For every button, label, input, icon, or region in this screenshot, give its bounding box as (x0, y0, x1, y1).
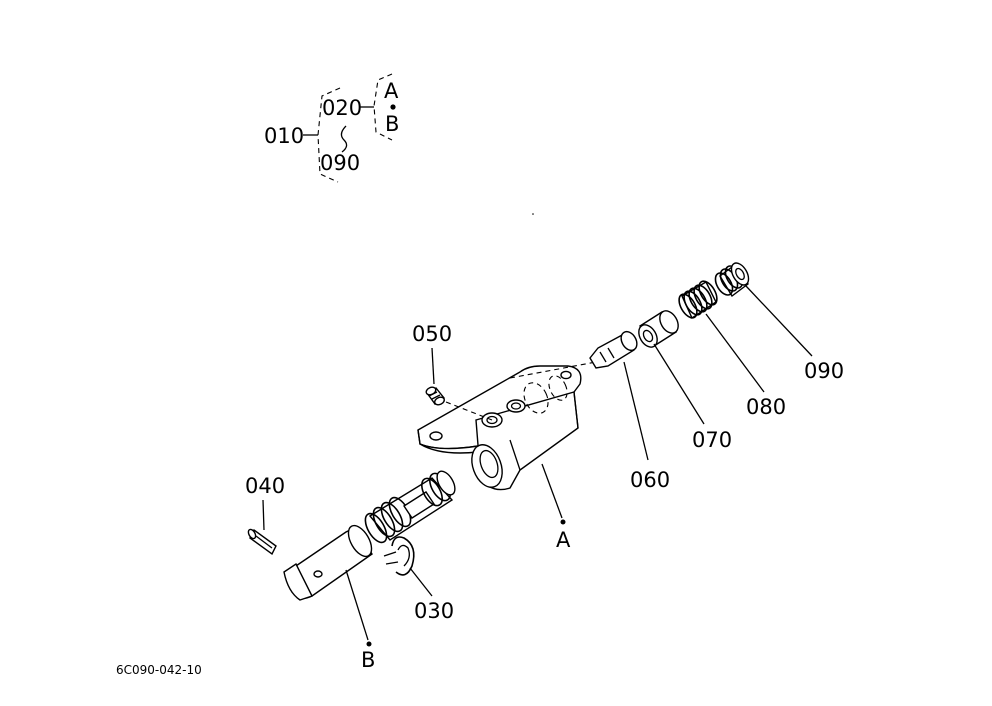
set-screw-050 (425, 386, 446, 406)
callout-060: 060 (630, 468, 670, 492)
plunger-060 (589, 330, 638, 369)
spring-080 (678, 280, 718, 320)
callout-030: 030 (414, 599, 454, 623)
screw-plug-090 (714, 262, 750, 298)
legend-sub-b-label: B (385, 112, 399, 136)
legend-dot-icon (390, 104, 396, 110)
drawing-reference: 6C090-042-10 (116, 663, 202, 677)
legend-child-bottom-label: 090 (320, 151, 360, 175)
valve-housing (417, 361, 597, 491)
legend-child-top-label: 020 (322, 96, 362, 120)
sleeve-070 (638, 310, 679, 348)
callout-050: 050 (412, 322, 452, 346)
leader-lines (345, 285, 813, 647)
spring-pin-040 (247, 528, 277, 556)
legend-root-label: 010 (264, 124, 304, 148)
callout-040: 040 (245, 474, 285, 498)
callout-070: 070 (692, 428, 732, 452)
callout-dot-b-icon (366, 641, 372, 647)
callout-a: A (556, 528, 571, 552)
callout-090: 090 (804, 359, 844, 383)
parts-legend-tree: 010 020 090 A B (264, 73, 399, 183)
lever-shaft (283, 470, 456, 601)
callout-dot-a-icon (560, 519, 566, 525)
callout-080: 080 (746, 395, 786, 419)
callout-b: B (361, 648, 375, 672)
e-ring-030 (383, 536, 415, 576)
legend-sub-a-label: A (384, 79, 399, 103)
